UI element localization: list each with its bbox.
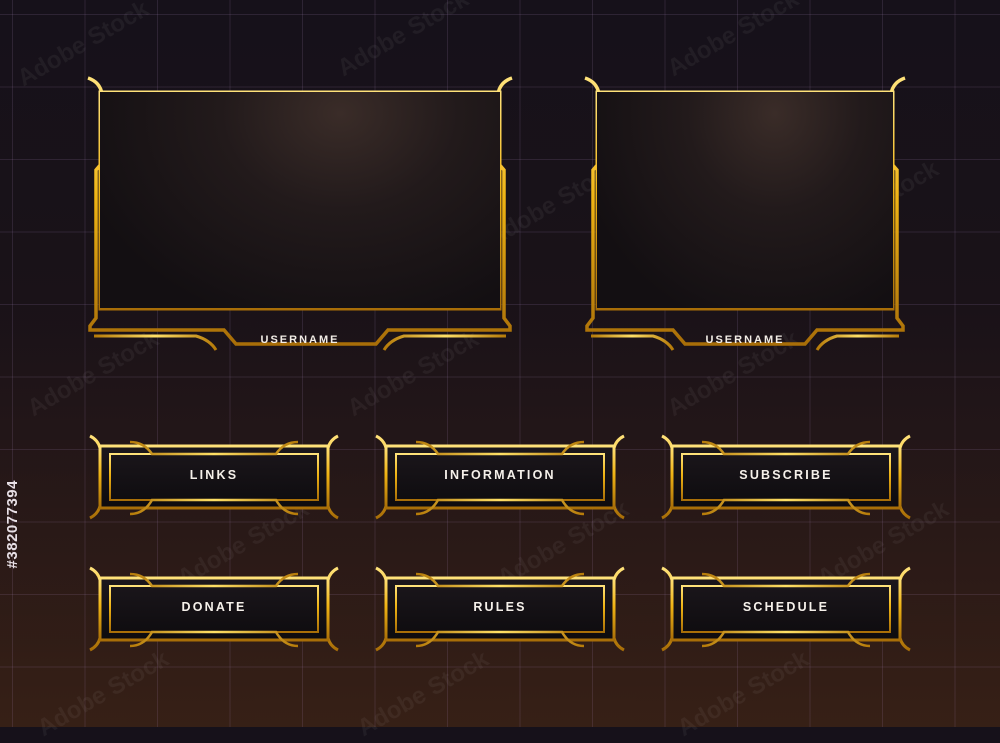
panel-label: RULES <box>473 600 527 614</box>
panel-rules-button[interactable]: RULES <box>375 566 625 656</box>
panel-frame <box>661 434 911 520</box>
panel-frame <box>375 566 625 652</box>
panel-label: LINKS <box>189 468 239 482</box>
panel-frame <box>89 566 339 652</box>
panel-schedule-button[interactable]: SCHEDULE <box>661 566 911 656</box>
panel-donate-button[interactable]: DONATE <box>89 566 339 656</box>
panel-subscribe-button[interactable]: SUBSCRIBE <box>661 434 911 524</box>
panel-frame <box>89 434 339 520</box>
webcam-username-label: USERNAME <box>705 334 785 346</box>
panel-label: SUBSCRIBE <box>739 468 833 482</box>
webcam-screen <box>597 92 893 308</box>
panel-frame <box>375 434 625 520</box>
panel-frame <box>661 566 911 652</box>
panel-links-button[interactable]: LINKS <box>89 434 339 524</box>
panel-information-button[interactable]: INFORMATION <box>375 434 625 524</box>
panel-label: SCHEDULE <box>742 600 830 614</box>
stock-id-label: #382077394 <box>4 480 21 569</box>
webcam-username-label: USERNAME <box>260 334 340 346</box>
webcam-frame: USERNAME <box>583 76 907 356</box>
webcam-screen <box>100 92 500 308</box>
webcam-frame: USERNAME <box>86 76 514 356</box>
panel-label: INFORMATION <box>444 468 556 482</box>
panel-label: DONATE <box>181 600 247 614</box>
